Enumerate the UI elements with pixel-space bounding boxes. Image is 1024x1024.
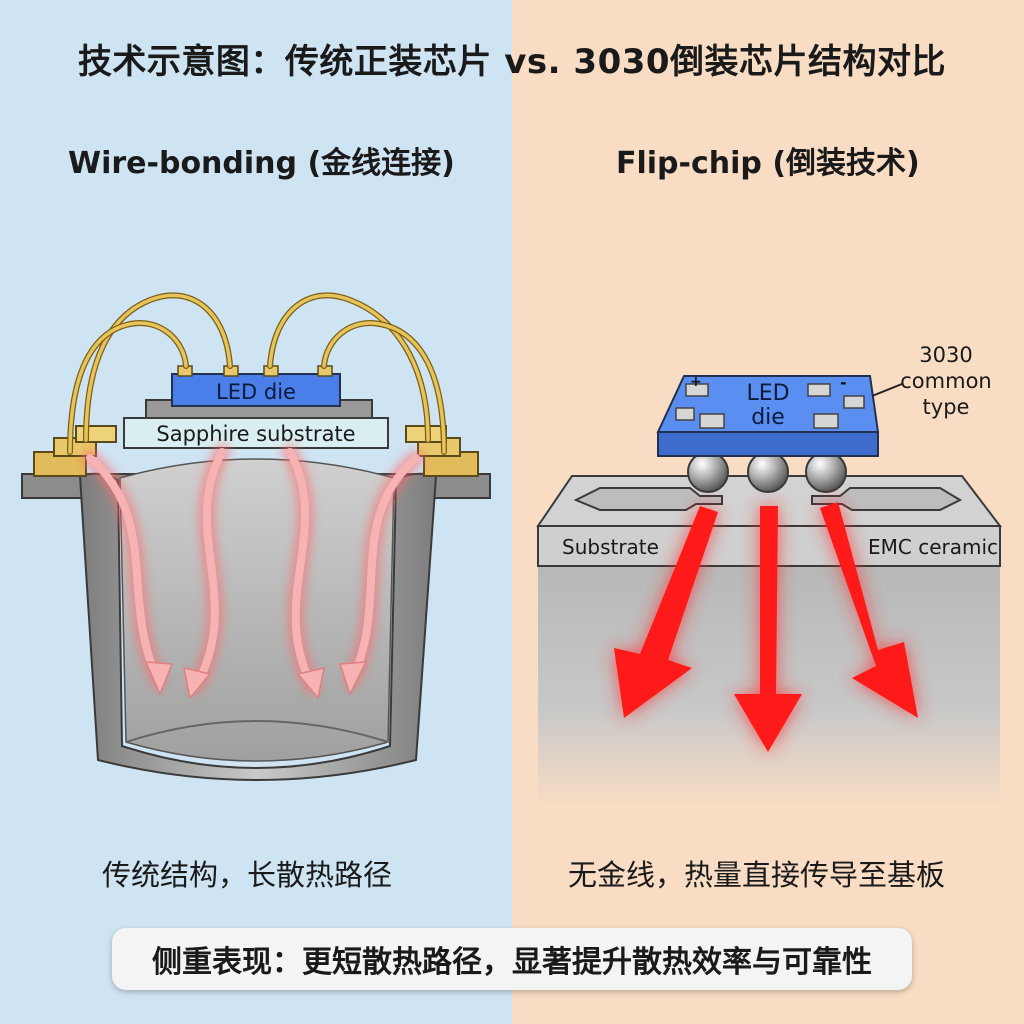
- heat-arrow-4: [348, 454, 420, 684]
- heat-arrow-1: [86, 454, 162, 684]
- flip-chip-die: + - LED die: [656, 373, 880, 457]
- substrate-label: Substrate: [562, 535, 659, 559]
- callout-leader-line: [871, 383, 903, 397]
- long-heat-paths: [82, 444, 424, 700]
- heat-arrow-2: [192, 448, 226, 690]
- cup-floor-edge: [125, 720, 389, 743]
- negative-terminal-icon: -: [840, 373, 847, 392]
- gold-wires: [67, 292, 447, 455]
- summary-text: 侧重表现：更短散热路径，显著提升散热效率与可靠性: [152, 945, 872, 980]
- callout-line-1: 3030: [919, 343, 972, 367]
- direct-heat-arrow-3: [820, 502, 918, 718]
- led-die-label: LED die: [216, 380, 296, 404]
- direct-heat-paths: [614, 502, 918, 752]
- solder-bump-3: [805, 451, 847, 493]
- solder-bump-1: [687, 451, 729, 493]
- heat-arrow-3: [286, 448, 316, 690]
- callout-line-3: type: [923, 395, 970, 419]
- flip-die-label-line1: LED: [746, 381, 789, 406]
- sapphire-substrate-label: Sapphire substrate: [156, 422, 355, 446]
- sapphire-substrate: [123, 417, 389, 449]
- circuit-traces: [573, 487, 963, 511]
- direct-heat-arrow-2: [734, 506, 802, 752]
- emc-ceramic-label: EMC ceramic: [868, 535, 998, 559]
- flip-die-label-line2: die: [751, 405, 785, 430]
- summary-banner: 侧重表现：更短散热路径，显著提升散热效率与可靠性: [112, 928, 912, 990]
- flip-chip-package: Substrate EMC ceramic + - LED die: [536, 343, 1003, 806]
- callout-line-2: common: [900, 369, 991, 393]
- page-title: 技术示意图：传统正装芯片 vs. 3030倒装芯片结构对比: [77, 42, 947, 82]
- flip-chip-heading: Flip-chip (倒装技术): [616, 146, 920, 181]
- wire-bonding-heading: Wire-bonding (金线连接): [68, 146, 455, 181]
- solder-bump-2: [747, 451, 789, 493]
- positive-terminal-icon: +: [690, 374, 702, 390]
- cup-cavity: [119, 458, 395, 762]
- wire-bonding-package: Sapphire substrate LED die: [21, 292, 491, 781]
- flip-chip-caption: 无金线，热量直接传导至基板: [568, 858, 946, 892]
- wire-bonding-caption: 传统结构，长散热路径: [102, 858, 393, 892]
- direct-heat-arrow-1: [614, 506, 718, 718]
- solder-bumps: [687, 451, 847, 493]
- led-die: [171, 373, 341, 407]
